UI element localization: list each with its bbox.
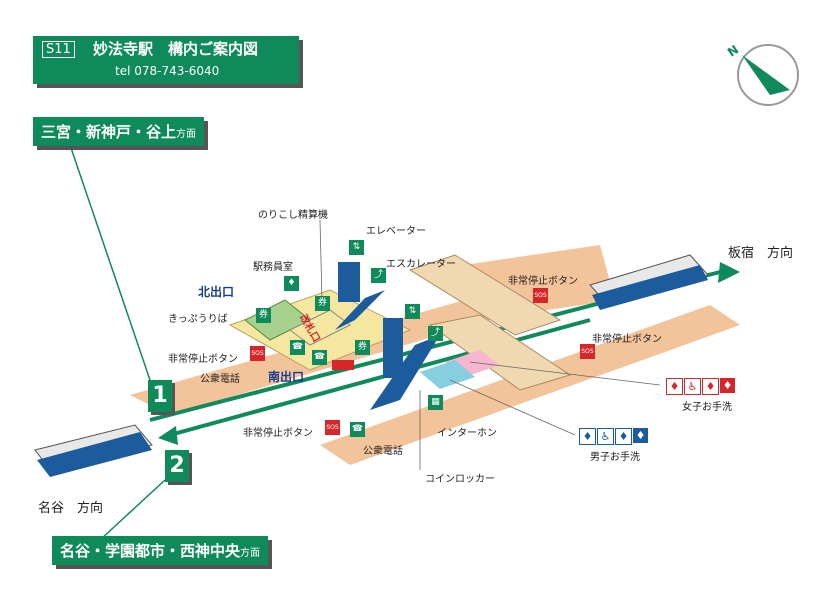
label-emergency-right: 非常停止ボタン [592, 334, 662, 345]
fare-adjust-icon: 券 [315, 296, 330, 311]
leader-upper [69, 144, 151, 381]
leader-restroom-m [449, 379, 576, 436]
direction-lower: 名谷・学園都市・西神中央方面 [52, 536, 269, 565]
women-ostomate-icon: ♦ [720, 378, 735, 393]
label-men-restroom: 男子お手洗 [590, 452, 640, 463]
direction-upper: 三宮・新神戸・谷上方面 [33, 117, 205, 146]
escalator-icon-upper: ⤴ [371, 268, 386, 283]
sos-icon-bottom: SOS [325, 420, 340, 435]
label-south-exit: 南出口 [268, 370, 305, 384]
train-right-direction: 板宿 方向 [728, 246, 794, 261]
sos-icon-right: SOS [580, 344, 595, 359]
men-accessible-icon: ♿ [597, 428, 614, 445]
train-left [34, 424, 153, 477]
phone-icon-bottom: ☎ [350, 422, 365, 437]
track-number-1: 1 [148, 380, 172, 412]
label-payphone-left: 公衆電話 [200, 374, 240, 385]
direction-lower-suffix: 方面 [240, 548, 261, 559]
women-baby-icon: ♦ [702, 378, 719, 395]
leader-fare [319, 219, 323, 301]
women-restroom-icon: ♦ [666, 378, 683, 395]
locker-icon: ▦ [428, 395, 443, 410]
track-line-lower [169, 318, 591, 437]
train-left-direction: 名谷 方向 [38, 501, 104, 516]
men-restroom-icon: ♦ [579, 428, 596, 445]
escalator-icon-lower: ⤴ [428, 326, 443, 341]
direction-lower-main: 名谷・学園都市・西神中央 [60, 542, 241, 560]
label-women-restroom: 女子お手洗 [682, 402, 732, 413]
label-fare-adjust: のりこし精算機 [258, 210, 328, 221]
label-station-office: 駅務員室 [253, 262, 293, 273]
label-escalator: エスカレーター [386, 259, 456, 270]
label-emergency-top-right: 非常停止ボタン [508, 276, 578, 287]
track-number-2: 2 [165, 450, 189, 482]
train-right [589, 254, 709, 310]
direction-upper-suffix: 方面 [176, 129, 197, 140]
elevator-icon-lower: ⇅ [405, 304, 420, 319]
compass [737, 44, 799, 106]
label-north-exit: 北出口 [198, 285, 235, 299]
track-arrow-right [718, 262, 740, 283]
ticket-machine-icon: 券 [256, 308, 271, 323]
track-arrow-left [158, 426, 178, 445]
phone-icon-concourse: ☎ [312, 350, 327, 365]
men-ostomate-icon: ♦ [633, 428, 648, 443]
direction-upper-main: 三宮・新神戸・谷上 [41, 123, 177, 141]
phone-number: tel 078-743-6040 [115, 64, 220, 78]
restroom-men-area [420, 360, 475, 389]
station-office-icon: ♦ [284, 276, 299, 291]
label-intercom: インターホン [437, 428, 497, 439]
elevator-shaft-lower [383, 318, 403, 378]
men-baby-icon: ♦ [615, 428, 632, 445]
station-code: S11 [42, 41, 75, 58]
leader-lower [99, 479, 166, 541]
phone-icon-left: ☎ [290, 340, 305, 355]
label-emergency-bottom: 非常停止ボタン [243, 428, 313, 439]
label-emergency-left: 非常停止ボタン [168, 354, 238, 365]
escalator [370, 335, 440, 410]
sos-icon-left: SOS [250, 346, 265, 361]
gate-red-mark [332, 360, 354, 370]
title-box: S11 妙法寺駅 構内ご案内図 tel 078-743-6040 [33, 36, 299, 84]
elevator-shaft-upper [338, 262, 360, 302]
women-accessible-icon: ♿ [684, 378, 701, 395]
label-elevator: エレベーター [366, 226, 426, 237]
sos-icon-top-right: SOS [533, 288, 548, 303]
stairs-upper [408, 254, 562, 336]
label-coin-locker: コインロッカー [425, 474, 495, 485]
station-name: 妙法寺駅 構内ご案内図 [93, 40, 259, 58]
escalator-upper [335, 290, 385, 330]
ticket-icon-concourse: 券 [355, 340, 370, 355]
elevator-icon-upper: ⇅ [349, 240, 364, 255]
leader-restroom-w [469, 361, 661, 386]
label-payphone-bottom: 公衆電話 [363, 446, 403, 457]
label-ticket-sales: きっぷうりば [168, 314, 228, 325]
